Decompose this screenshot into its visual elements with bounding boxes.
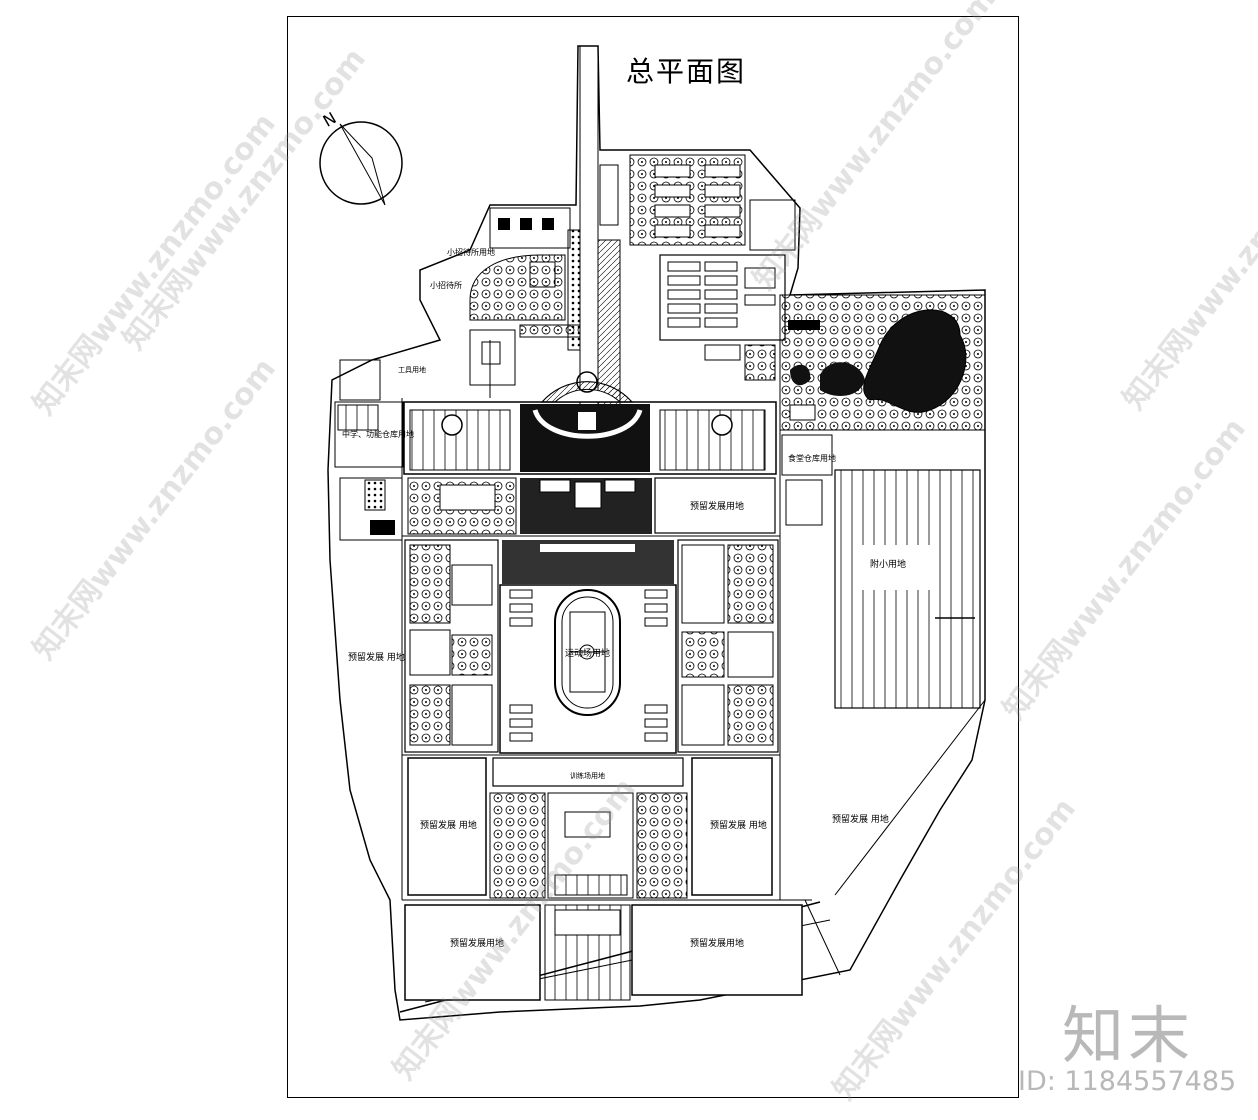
label-small-guesthouse: 小招待所用地 [447,247,495,257]
label-training: 训练场用地 [570,771,605,780]
lake-park [779,294,986,431]
drawing-title: 总平面图 [626,55,747,88]
label-attached-school: 附小用地 [870,558,906,570]
label-reserved-left: 预留发展 用地 [348,651,405,663]
central-plaza [403,371,777,535]
label-left-upper: 中学、功能仓库用地 [342,429,414,439]
label-reserved-center-right: 预留发展用地 [690,500,744,512]
label-reserved-bottom-left: 预留发展 用地 [420,819,477,831]
teaching-blocks [404,539,779,753]
label-reserved-south-left: 预留发展用地 [450,937,504,949]
label-reserved-south-right: 预留发展用地 [690,937,744,949]
label-reserved-bottom-right: 预留发展 用地 [710,819,767,831]
north-arrow-icon: N [319,108,403,206]
drawing-frame [287,16,1019,1098]
north-road [567,45,621,427]
label-guesthouse: 小招待所 [430,280,462,290]
road-network [401,340,812,901]
label-canteen: 食堂仓库用地 [788,453,836,463]
left-upper-plot [334,401,404,541]
label-stadium: 运动场用地 [565,647,610,659]
label-workshop: 工具用地 [398,365,426,374]
nw-guesthouse [339,207,581,401]
ne-residential [629,154,796,251]
image-id: ID: 1184557485 [1018,1066,1237,1097]
south-complex [404,757,803,1001]
brand-logo-text: 知末 [1062,999,1195,1072]
east-fields [654,434,981,709]
label-reserved-right-lower: 预留发展 用地 [832,813,889,825]
site-boundary [327,45,986,1021]
stadium-block [499,540,677,754]
